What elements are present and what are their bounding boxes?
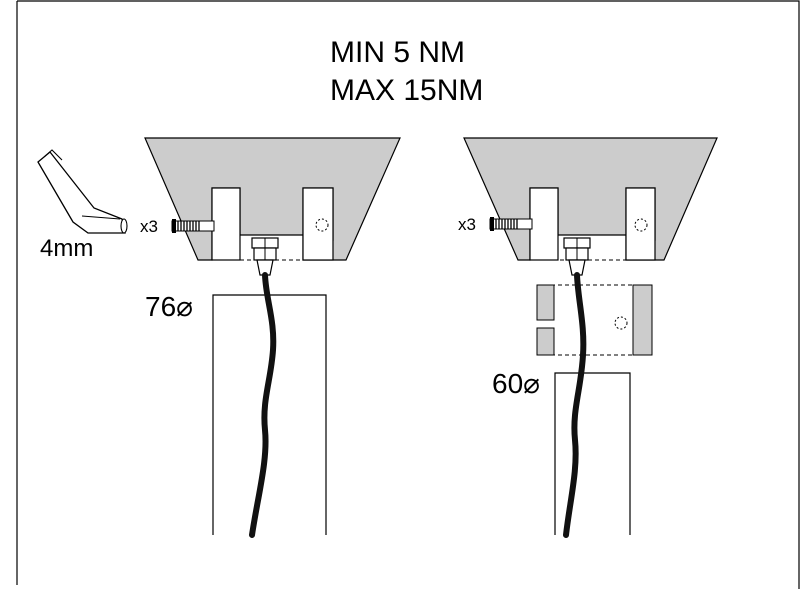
left-pole-diameter: 76⌀ bbox=[145, 291, 193, 322]
left-pole bbox=[212, 294, 327, 535]
right-screw-icon bbox=[489, 217, 533, 231]
right-cable bbox=[563, 272, 587, 538]
left-hidden-screw bbox=[315, 218, 329, 232]
right-screw-count: x3 bbox=[458, 215, 476, 234]
left-cable-gland-icon bbox=[251, 237, 279, 276]
frame-border bbox=[16, 0, 800, 589]
left-cable bbox=[249, 272, 277, 538]
diameter-symbol-left: ⌀ bbox=[176, 291, 193, 322]
left-assembly: x3 76⌀ bbox=[140, 137, 401, 538]
right-hidden-screw bbox=[634, 218, 648, 232]
right-cable-gland-icon bbox=[563, 237, 591, 276]
right-pole bbox=[554, 372, 631, 535]
left-screw-icon bbox=[171, 219, 215, 233]
hex-key-size-label: 4mm bbox=[40, 235, 93, 262]
right-pole-diameter: 60⌀ bbox=[492, 368, 540, 399]
left-screw-count: x3 bbox=[140, 217, 158, 236]
diameter-symbol-right: ⌀ bbox=[523, 368, 540, 399]
torque-min-label: MIN 5 NM bbox=[330, 36, 465, 69]
hex-key-icon bbox=[37, 149, 128, 234]
right-adapter-sleeve bbox=[536, 284, 653, 356]
torque-max-label: MAX 15NM bbox=[330, 74, 483, 107]
right-assembly: x3 60⌀ bbox=[458, 137, 718, 538]
